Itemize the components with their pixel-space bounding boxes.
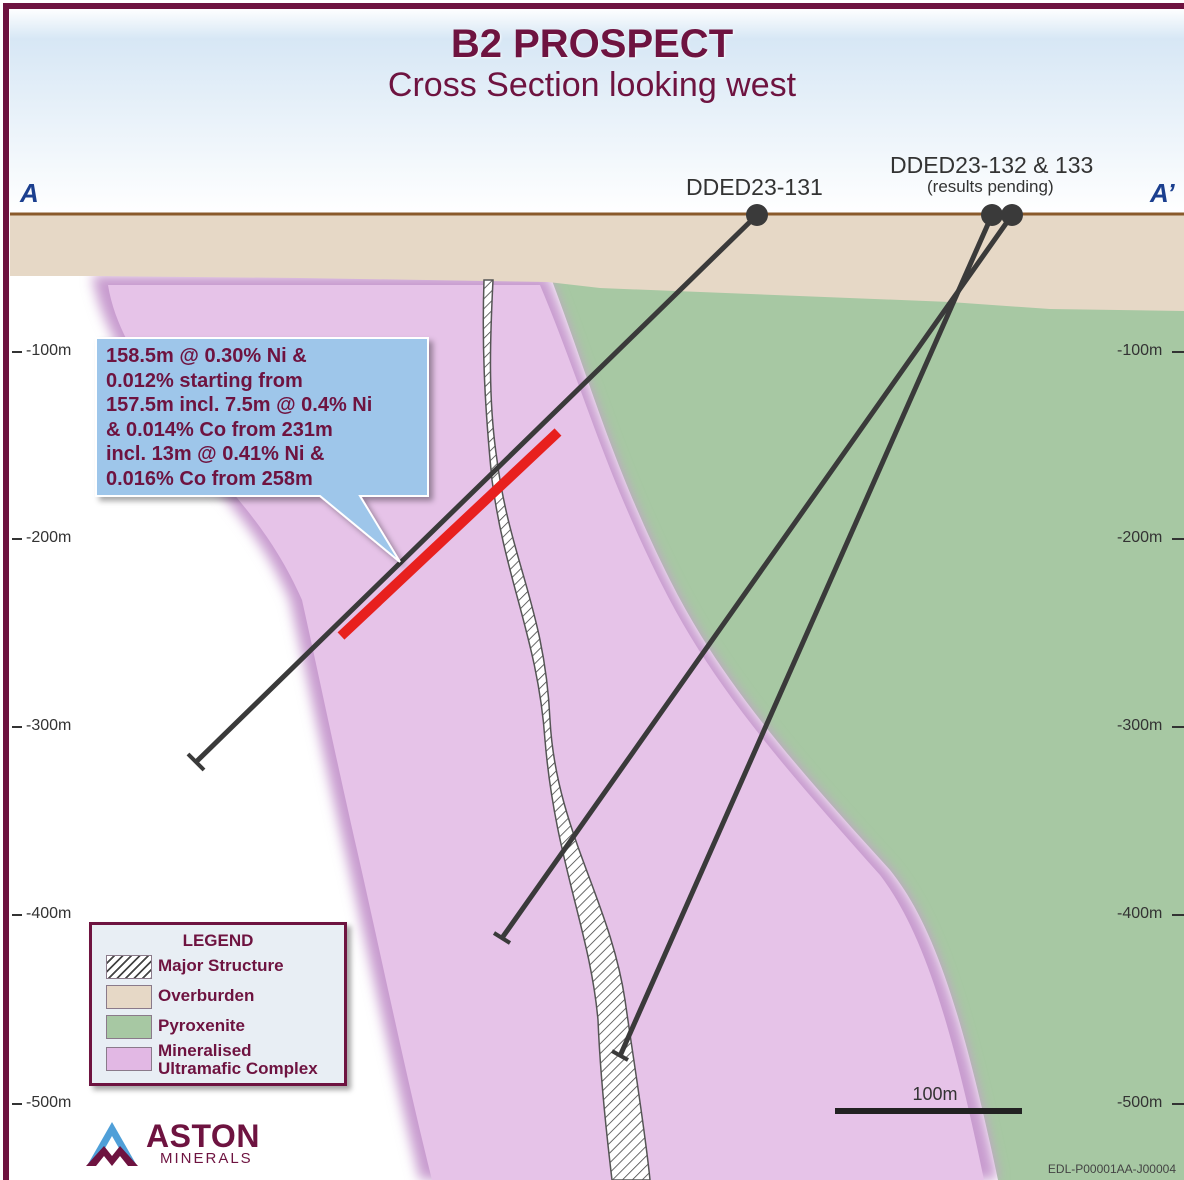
depth-label-right: -200m <box>1117 529 1163 546</box>
drill-hole-label: DDED23-131 <box>686 174 823 200</box>
legend: LEGEND Major Structure Overburden Pyroxe… <box>89 922 347 1086</box>
legend-swatch-major-structure <box>106 955 152 979</box>
legend-swatch-pyroxenite <box>106 1015 152 1039</box>
pyroxenite-unit <box>548 270 1184 1180</box>
collar-marker <box>746 204 768 226</box>
sky-background <box>10 8 1184 214</box>
logo-wordmark: ASTON <box>146 1118 260 1154</box>
depth-label-left: -200m <box>26 529 72 546</box>
legend-label: Pyroxenite <box>158 1016 245 1035</box>
page-subtitle: Cross Section looking west <box>387 66 797 104</box>
section-end-a-prime: A’ <box>1150 178 1175 208</box>
major-structure <box>482 279 651 1180</box>
scale-bar-label: 100m <box>912 1084 958 1104</box>
legend-title: LEGEND <box>182 931 254 950</box>
depth-label-left: -300m <box>26 717 72 734</box>
intercept-callout-text: 158.5m @ 0.30% Ni & 0.012% starting from… <box>106 345 373 490</box>
drill-hole-label: DDED23-132 & 133 <box>890 152 1094 178</box>
legend-swatch-ultramafic <box>106 1047 152 1071</box>
depth-label-left: -100m <box>26 342 72 359</box>
mineralised-intercept <box>337 428 562 640</box>
drill-hole-ddedd23-131 <box>186 204 768 772</box>
drill-hole-ddedd23-133 <box>611 204 1023 1062</box>
legend-label: Overburden <box>158 986 255 1005</box>
figure-frame <box>3 3 1184 1180</box>
legend-label: Mineralised Ultramafic Complex <box>158 1041 318 1078</box>
aston-logo-mark <box>86 1122 138 1166</box>
collar-marker <box>981 204 1003 226</box>
page-title: B2 PROSPECT <box>450 22 734 66</box>
collar-marker <box>1001 204 1023 226</box>
drill-hole-ddedd23-132 <box>492 213 1015 945</box>
callout-box <box>95 337 429 563</box>
legend-swatch-overburden <box>106 985 152 1009</box>
drill-hole-status: (results pending) <box>927 177 1054 196</box>
overburden-layer <box>10 214 1184 311</box>
depth-label-left: -400m <box>26 905 72 922</box>
document-code: EDL-P00001AA-J00004 <box>1047 1162 1176 1176</box>
depth-label-right: -100m <box>1117 342 1163 359</box>
depth-label-right: -400m <box>1117 905 1163 922</box>
depth-ticks <box>12 351 1184 1105</box>
logo-subtext: MINERALS <box>160 1150 253 1167</box>
depth-label-left: -500m <box>26 1094 72 1111</box>
depth-label-right: -300m <box>1117 717 1163 734</box>
section-end-a: A <box>20 178 39 208</box>
depth-label-right: -500m <box>1117 1094 1163 1111</box>
legend-label: Major Structure <box>158 956 284 975</box>
